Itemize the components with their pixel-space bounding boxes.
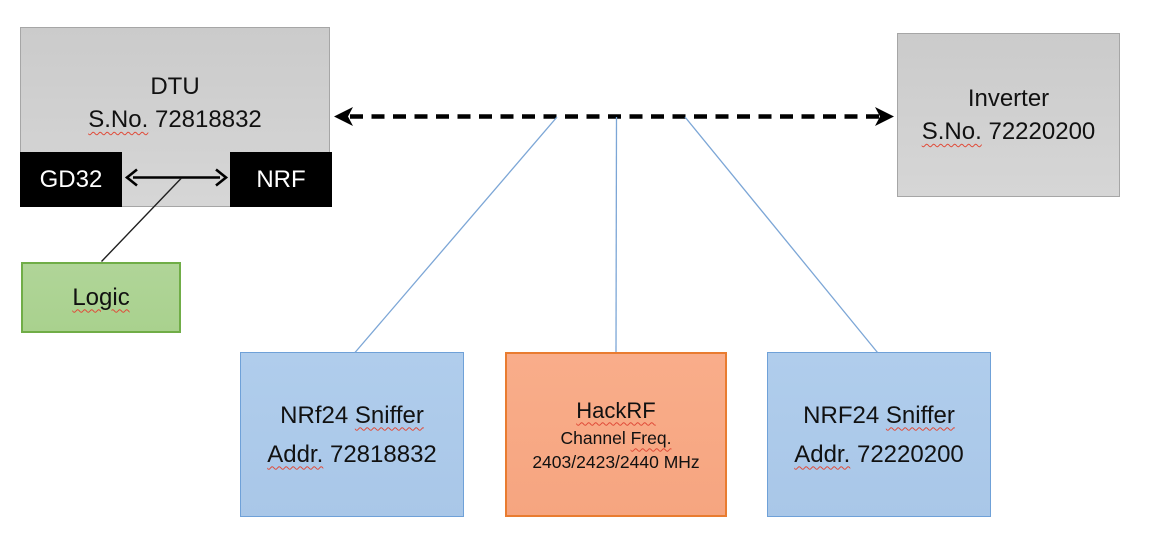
tap-line-hackrf <box>615 116 618 353</box>
inverter-box: Inverter S.No.72220200 <box>897 33 1120 197</box>
sniffer-left-addr-label: Addr. <box>267 440 324 468</box>
tap-line-right-sniffer <box>684 116 879 353</box>
hackrf-subtitle-prefix: Channel <box>560 427 626 448</box>
logic-box: Logic <box>21 262 181 333</box>
tap-line-left-sniffer <box>354 116 558 353</box>
dtu-serial: S.No.72818832 <box>88 103 262 136</box>
dtu-title: DTU <box>150 73 200 100</box>
dtu-serial-value: 72818832 <box>154 106 262 133</box>
inverter-serial-label: S.No. <box>921 118 982 145</box>
sniffer-left-addr: Addr.72818832 <box>267 435 437 474</box>
sniffer-left-title-word: Sniffer <box>354 401 424 429</box>
hackrf-subtitle-word: Freq. <box>630 427 672 448</box>
arrowhead-right-icon <box>875 107 894 126</box>
sniffer-left-title-prefix: NRf24 <box>280 401 349 429</box>
inverter-serial: S.No.72220200 <box>922 115 1096 148</box>
sniffer-right-addr-value: 72220200 <box>856 440 964 468</box>
hackrf-frequencies: 2403/2423/2440 MHz <box>532 451 700 472</box>
hackrf-title: HackRF <box>576 397 656 423</box>
arrowhead-left-icon <box>334 107 353 126</box>
gd32-label: GD32 <box>39 165 103 193</box>
logic-label: Logic <box>72 283 130 311</box>
sniffer-right-title-word: Sniffer <box>885 401 955 429</box>
sniffer-left-addr-value: 72818832 <box>329 440 437 468</box>
gd32-box: GD32 <box>20 152 122 207</box>
sniffer-right-title-prefix: NRF24 <box>803 401 880 429</box>
inverter-serial-value: 72220200 <box>988 118 1096 145</box>
sniffer-right-addr: Addr.72220200 <box>794 435 964 474</box>
sniffer-right-addr-label: Addr. <box>794 440 851 468</box>
nrf-box: NRF <box>230 152 332 207</box>
dtu-serial-label: S.No. <box>88 106 149 133</box>
nrf-label: NRF <box>256 165 306 193</box>
inverter-title: Inverter <box>967 85 1050 112</box>
